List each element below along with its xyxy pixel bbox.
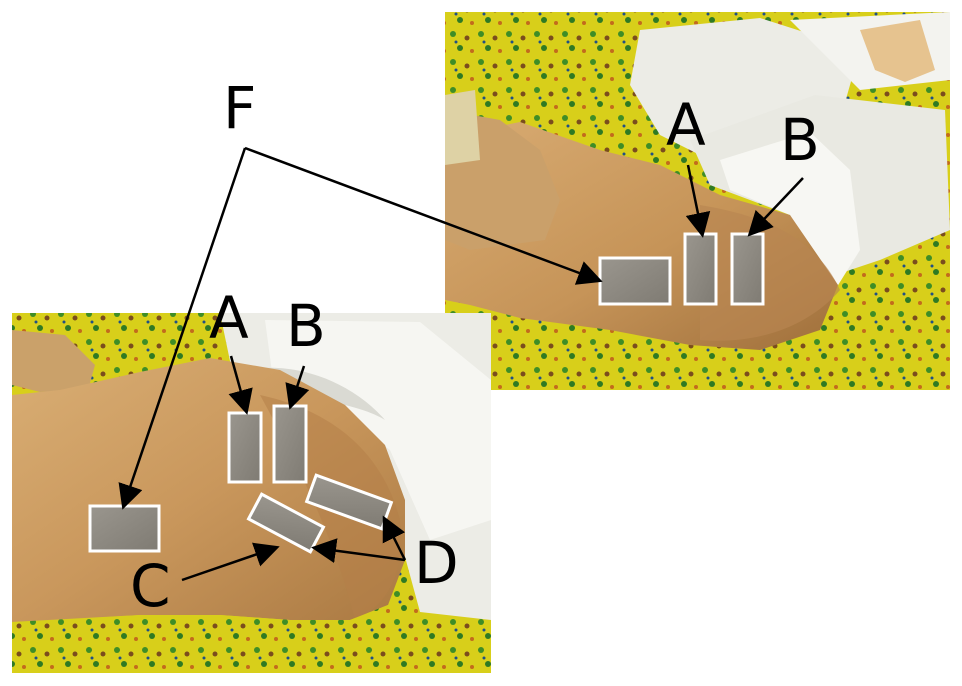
arrow-f-bottom: [118, 147, 247, 510]
arrow-b-top: [747, 177, 804, 237]
electrode-b-top: [730, 232, 765, 306]
photo-bottom-left: [12, 313, 491, 673]
annotation-labels: F A B A B C D: [130, 74, 820, 620]
electrode-b-bottom: [272, 404, 308, 484]
annotation-arrows: [118, 146, 804, 582]
label-a-top: A: [666, 91, 706, 159]
label-c: C: [130, 552, 171, 620]
label-a-bottom: A: [209, 284, 249, 352]
electrode-f-top: [598, 256, 672, 306]
label-b-top: B: [780, 106, 820, 174]
electrode-f-bottom: [88, 504, 161, 553]
label-d: D: [414, 529, 459, 597]
electrode-a-top: [683, 232, 718, 306]
arrow-d-bottom-up: [382, 515, 407, 561]
label-b-bottom: B: [286, 292, 326, 360]
arrow-d-bottom-left: [311, 538, 406, 564]
photo-top-right: [445, 12, 950, 390]
arrow-f-top: [244, 146, 603, 285]
arrow-a-top: [685, 164, 711, 238]
arrow-c-bottom: [181, 542, 280, 582]
label-f: F: [223, 74, 256, 142]
arrow-a-bottom: [228, 355, 253, 415]
electrode-a-bottom: [227, 411, 263, 484]
arrow-b-bottom: [285, 365, 310, 410]
